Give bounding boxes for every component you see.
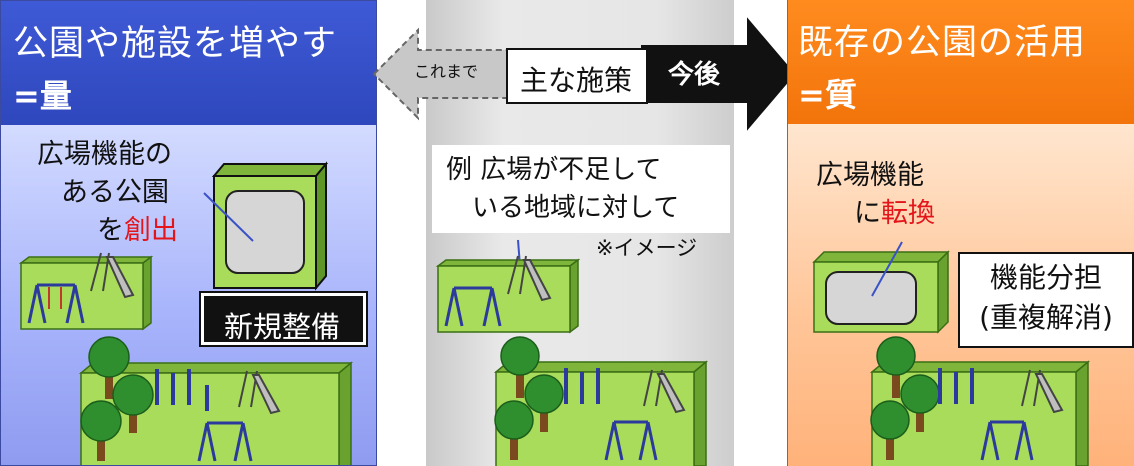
large-park-icon <box>78 336 354 465</box>
quality-panel: 既存の公園の活用 =質 広場機能 に転換 <box>787 0 1134 466</box>
new-development-tag: 新規整備 <box>199 291 368 347</box>
right-text-line-1: 広場機能 <box>816 160 924 191</box>
function-sharing-line-2: (重複解消) <box>979 301 1113 334</box>
arrow-left-icon <box>372 27 509 121</box>
right-illustration <box>812 241 1091 466</box>
right-text-line-2: に転換 <box>854 198 935 229</box>
quantity-subtitle: =量 <box>13 77 72 115</box>
pointer-line <box>203 192 254 242</box>
image-note: ※イメージ <box>596 236 698 260</box>
function-sharing-box: 機能分担 (重複解消) <box>958 252 1134 348</box>
forward-label: 今後 <box>668 60 721 90</box>
quantity-panel: 公園や施設を増やす =量 広場機能の ある公園 を創出 <box>0 0 377 466</box>
left-text-line-3: を創出 <box>97 215 178 246</box>
main-policy-label: 主な施策 <box>506 48 648 104</box>
tree-icon <box>80 336 154 461</box>
function-sharing-line-1: 機能分担 <box>989 261 1102 294</box>
quantity-title: 公園や施設を増やす <box>13 24 338 64</box>
example-box: 例 広場が不足して いる地域に対して <box>432 145 730 233</box>
create-highlight: 創出 <box>124 215 178 246</box>
example-line-1: 例 広場が不足して <box>446 155 662 185</box>
quality-header: 既存の公園の活用 =質 <box>788 0 1134 124</box>
small-park-icon <box>18 252 154 331</box>
new-park-box-icon <box>211 161 329 291</box>
pointer-line-right <box>871 241 903 297</box>
quantity-header: 公園や施設を増やす =量 <box>1 1 376 125</box>
example-line-2: いる地域に対して <box>472 193 680 223</box>
converted-park-icon <box>812 250 950 334</box>
left-text-line-2: ある公園 <box>61 177 169 208</box>
left-illustration <box>18 161 354 465</box>
left-text-line-1: 広場機能の <box>37 139 172 170</box>
back-label: これまで <box>414 62 479 81</box>
quality-title: 既存の公園の活用 <box>798 23 1087 63</box>
arrow-right-icon <box>641 17 796 131</box>
large-park-icon-mid <box>493 336 709 466</box>
quality-subtitle: =質 <box>798 76 857 114</box>
large-park-icon-right <box>869 336 1091 466</box>
convert-highlight: 転換 <box>881 198 935 229</box>
small-park-icon-mid <box>435 255 581 334</box>
